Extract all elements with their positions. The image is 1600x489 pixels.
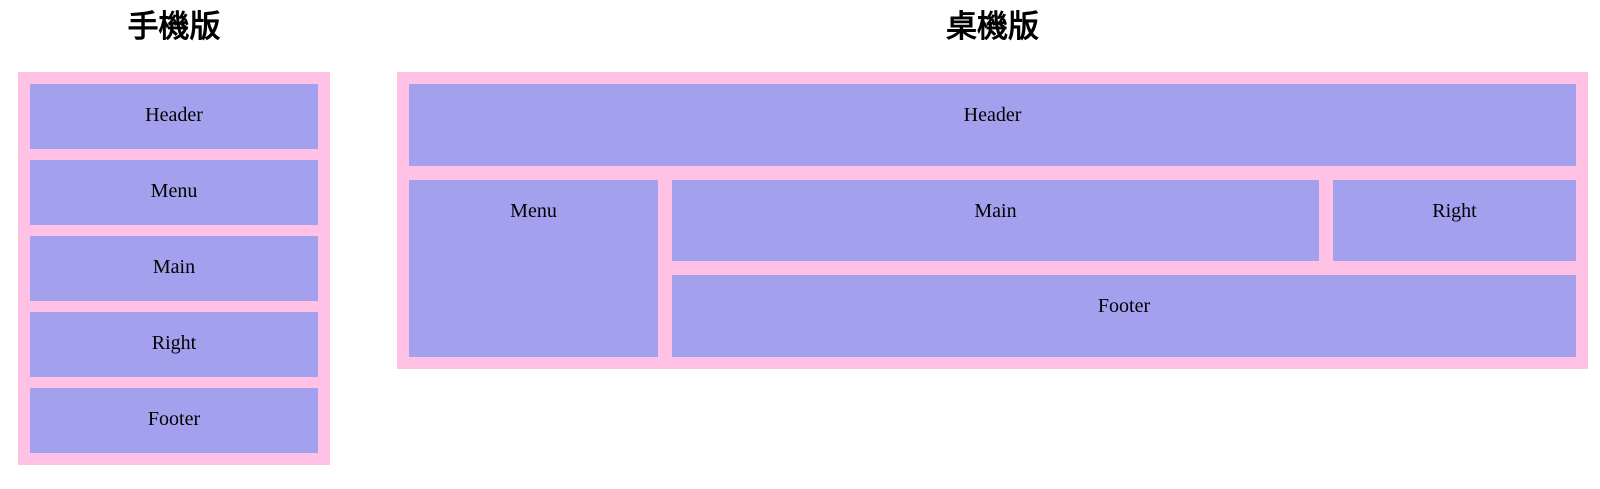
desktop-box-header: Header xyxy=(409,84,1576,167)
mobile-box-footer: Footer xyxy=(30,388,318,454)
mobile-grid-container: Header Menu Main Right Footer xyxy=(18,72,330,466)
mobile-layout-section: 手機版 Header Menu Main Right Footer xyxy=(18,0,330,466)
mobile-box-main: Main xyxy=(30,236,318,302)
desktop-version-title: 桌機版 xyxy=(946,9,1039,44)
desktop-box-menu: Menu xyxy=(409,180,658,358)
mobile-version-title: 手機版 xyxy=(127,9,221,44)
desktop-box-main: Main xyxy=(672,180,1319,262)
mobile-box-right: Right xyxy=(30,312,318,378)
mobile-box-menu: Menu xyxy=(30,160,318,226)
desktop-box-footer: Footer xyxy=(672,275,1576,358)
desktop-layout-section: 桌機版 Header Menu Main Right Footer xyxy=(397,0,1588,370)
desktop-grid-container: Header Menu Main Right Footer xyxy=(397,72,1588,370)
desktop-box-right: Right xyxy=(1333,180,1576,262)
mobile-box-header: Header xyxy=(30,84,318,150)
